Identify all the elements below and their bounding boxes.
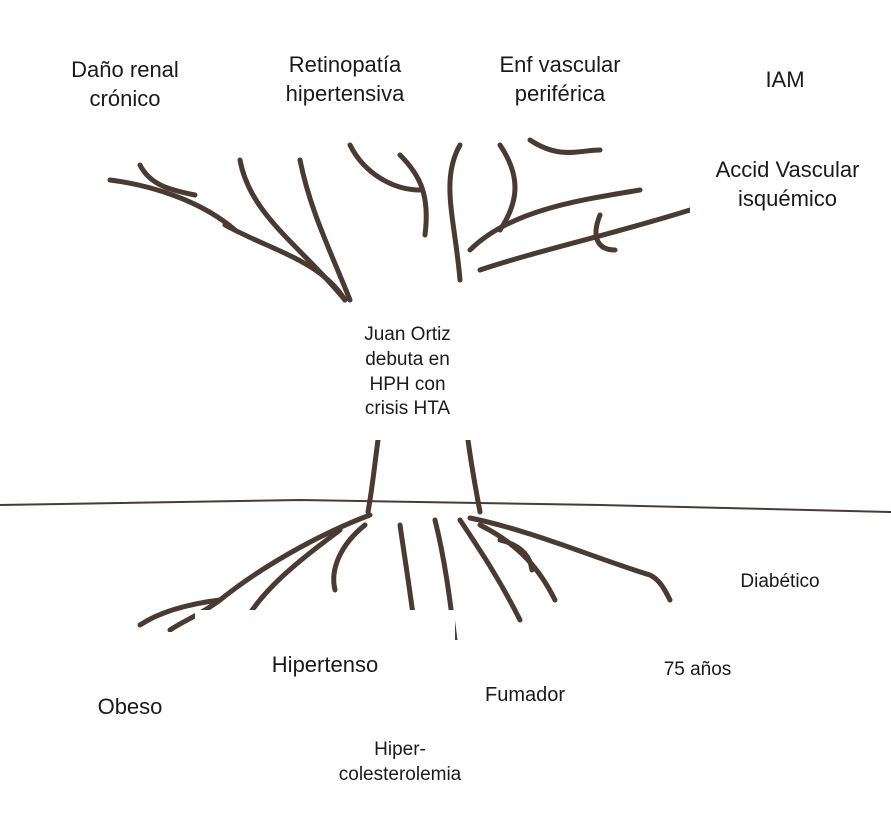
branch [480, 210, 690, 270]
branch [530, 140, 600, 153]
consequence-iam: IAM [690, 30, 880, 130]
branch [500, 145, 515, 230]
ground-line [0, 500, 891, 512]
root [334, 525, 365, 590]
root [500, 540, 532, 570]
root [460, 520, 520, 620]
branch [240, 160, 345, 300]
risk-cholesterol: Hiper-colesterolemia [300, 718, 500, 808]
branch [400, 155, 426, 235]
trunk-right [468, 440, 480, 512]
branch [140, 165, 195, 195]
risk-diabetic: Diabético [680, 530, 880, 635]
risk-age: 75 años [600, 640, 795, 700]
risk-obese: Obeso [15, 632, 245, 782]
branch [470, 190, 640, 250]
branch [450, 145, 460, 280]
